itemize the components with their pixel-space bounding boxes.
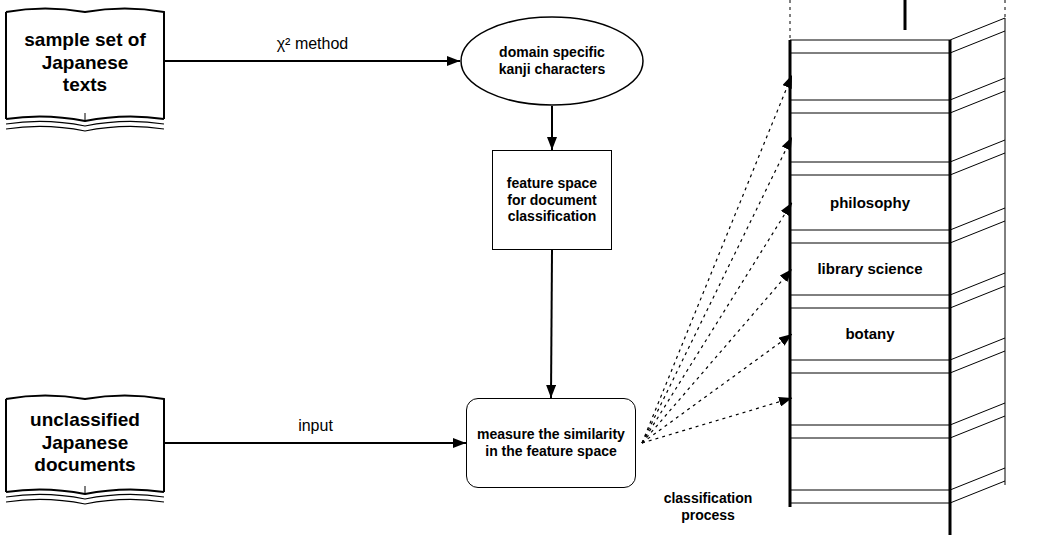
node-text: domain specific kanji characters <box>489 44 615 78</box>
node-text: botany <box>845 325 894 343</box>
node-text: philosophy <box>830 194 910 212</box>
node-text: unclassified Japanese documents <box>21 409 149 477</box>
dotted-arrow <box>642 398 792 443</box>
ellipse-node: domain specific kanji characters <box>460 16 644 106</box>
flow-arrow <box>165 60 460 62</box>
book-shape: unclassified Japanese documents <box>5 392 165 510</box>
process-box: feature space for document classificatio… <box>492 150 612 250</box>
shelf-compartment: library science <box>792 243 948 295</box>
dotted-arrow <box>642 75 792 443</box>
node-text: sample set of Japanese texts <box>21 29 149 97</box>
shelf-compartment: philosophy <box>792 175 948 230</box>
flow-arrow <box>551 106 553 150</box>
flow-arrow <box>165 442 466 444</box>
process-label: classification process <box>640 490 776 524</box>
process-box: measure the similarity in the feature sp… <box>466 398 636 488</box>
edge-label: input <box>295 416 336 435</box>
shelf-compartment: botany <box>792 308 948 360</box>
dotted-arrow <box>642 203 792 444</box>
node-text: feature space for document classificatio… <box>499 175 605 225</box>
book-shape: sample set of Japanese texts <box>5 5 165 137</box>
edge-label: χ² method <box>274 34 352 53</box>
dotted-arrow <box>642 137 792 443</box>
dotted-arrow <box>642 269 792 443</box>
node-text: library science <box>817 260 922 278</box>
flow-arrow <box>551 250 552 398</box>
node-text: measure the similarity in the feature sp… <box>473 426 629 460</box>
